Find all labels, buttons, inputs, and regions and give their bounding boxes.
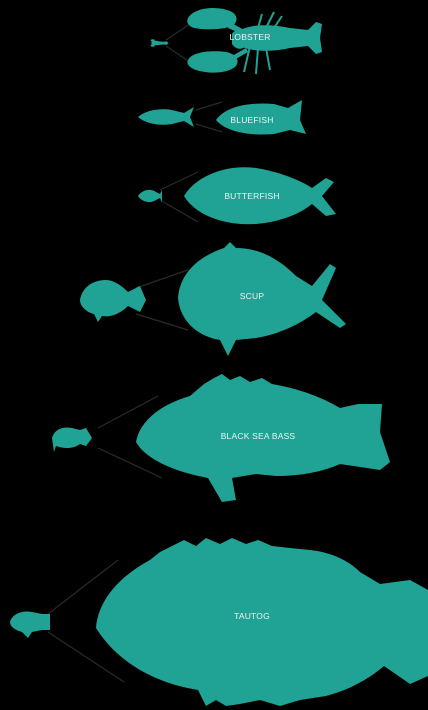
tautog-small-silhouette [10, 611, 50, 638]
black-sea-bass-small-silhouette [52, 427, 92, 452]
lobster-row: LOBSTER [151, 8, 322, 74]
tautog-label: TAUTOG [234, 611, 270, 621]
lobster-small-silhouette [151, 39, 168, 47]
scup-small-silhouette [80, 280, 146, 322]
bluefish-row: BLUEFISH [138, 100, 306, 134]
butterfish-label: BUTTERFISH [224, 191, 279, 201]
butterfish-small-silhouette [138, 190, 162, 202]
bluefish-small-silhouette [138, 107, 194, 127]
tautog-large-silhouette [96, 538, 428, 706]
black-sea-bass-row: BLACK SEA BASS [52, 374, 390, 502]
lobster-label: LOBSTER [229, 32, 270, 42]
bluefish-guide-lines [196, 102, 222, 132]
butterfish-row: BUTTERFISH [138, 167, 336, 224]
bluefish-label: BLUEFISH [230, 115, 273, 125]
black-sea-bass-label: BLACK SEA BASS [221, 431, 296, 441]
scup-row: SCUP [80, 242, 346, 356]
scup-label: SCUP [240, 291, 265, 301]
tautog-row: TAUTOG [10, 538, 428, 706]
